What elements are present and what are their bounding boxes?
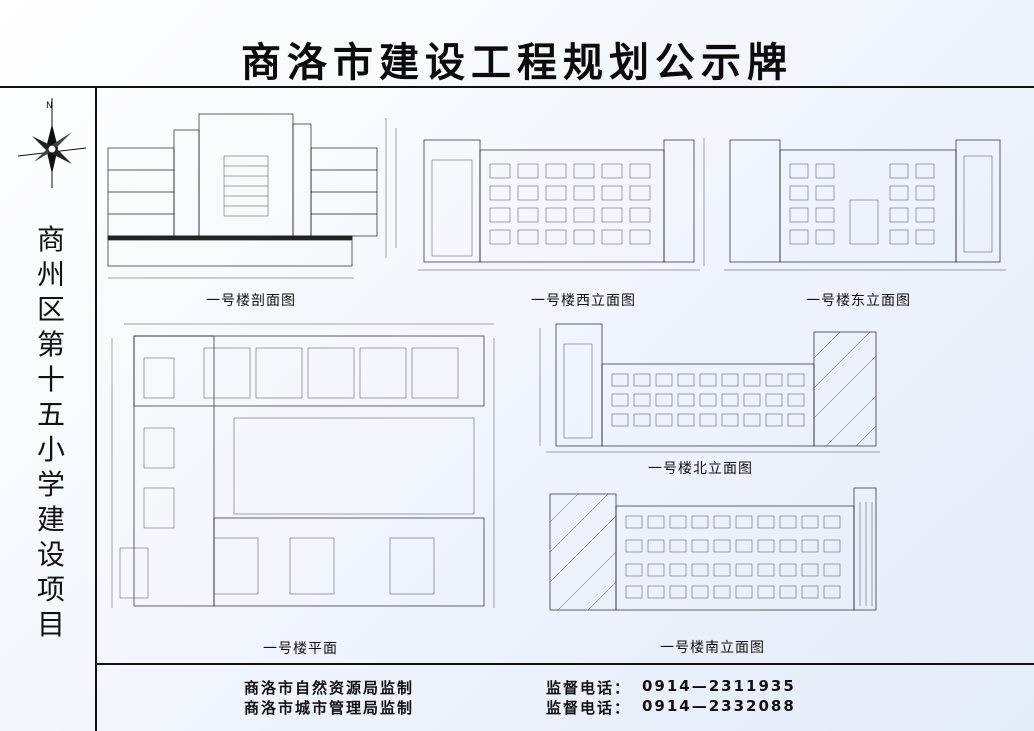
east-elevation-drawing: [724, 130, 1014, 275]
west-elevation-drawing: [418, 130, 708, 275]
east-elevation-caption: 一号楼东立面图: [806, 293, 911, 309]
footer-phone-label-2: 监督电话：: [546, 699, 632, 717]
footer-phone-label-1: 监督电话：: [546, 679, 632, 697]
project-char: 商: [36, 223, 65, 256]
project-char: 州: [36, 258, 65, 291]
project-char: 目: [36, 608, 65, 641]
project-char: 十: [36, 363, 65, 396]
floor-plan-drawing: [104, 318, 504, 618]
project-char: 项: [36, 573, 65, 606]
south-elevation-drawing: [520, 482, 890, 616]
title-divider: [0, 86, 1034, 88]
project-name: 商 州 区 第 十 五 小 学 建 设 项 目: [28, 222, 74, 642]
left-column-divider: [95, 86, 97, 731]
compass-north-arrow-icon: N: [12, 96, 88, 192]
project-char: 小: [36, 433, 65, 466]
project-char: 学: [36, 468, 65, 501]
west-elevation-caption: 一号楼西立面图: [531, 293, 636, 309]
north-elevation-caption: 一号楼北立面图: [648, 461, 753, 477]
project-char: 区: [36, 293, 65, 326]
project-char: 建: [36, 503, 65, 536]
svg-text:N: N: [46, 101, 53, 111]
project-char: 五: [36, 398, 65, 431]
board-title: 商洛市建设工程规划公示牌: [241, 40, 793, 86]
section-drawing: [104, 108, 404, 288]
project-char: 设: [36, 538, 65, 571]
south-elevation-caption: 一号楼南立面图: [660, 640, 765, 656]
footer-org-1: 商洛市自然资源局监制: [244, 679, 415, 697]
north-elevation-drawing: [526, 318, 886, 458]
footer-phone-1: 0914—2311935: [642, 677, 796, 695]
footer-org-2: 商洛市城市管理局监制: [244, 699, 415, 717]
floor-plan-caption: 一号楼平面: [263, 641, 338, 657]
project-char: 第: [36, 328, 65, 361]
section-drawing-caption: 一号楼剖面图: [206, 293, 296, 309]
footer-divider: [95, 663, 1034, 665]
footer-phone-2: 0914—2332088: [642, 697, 796, 715]
